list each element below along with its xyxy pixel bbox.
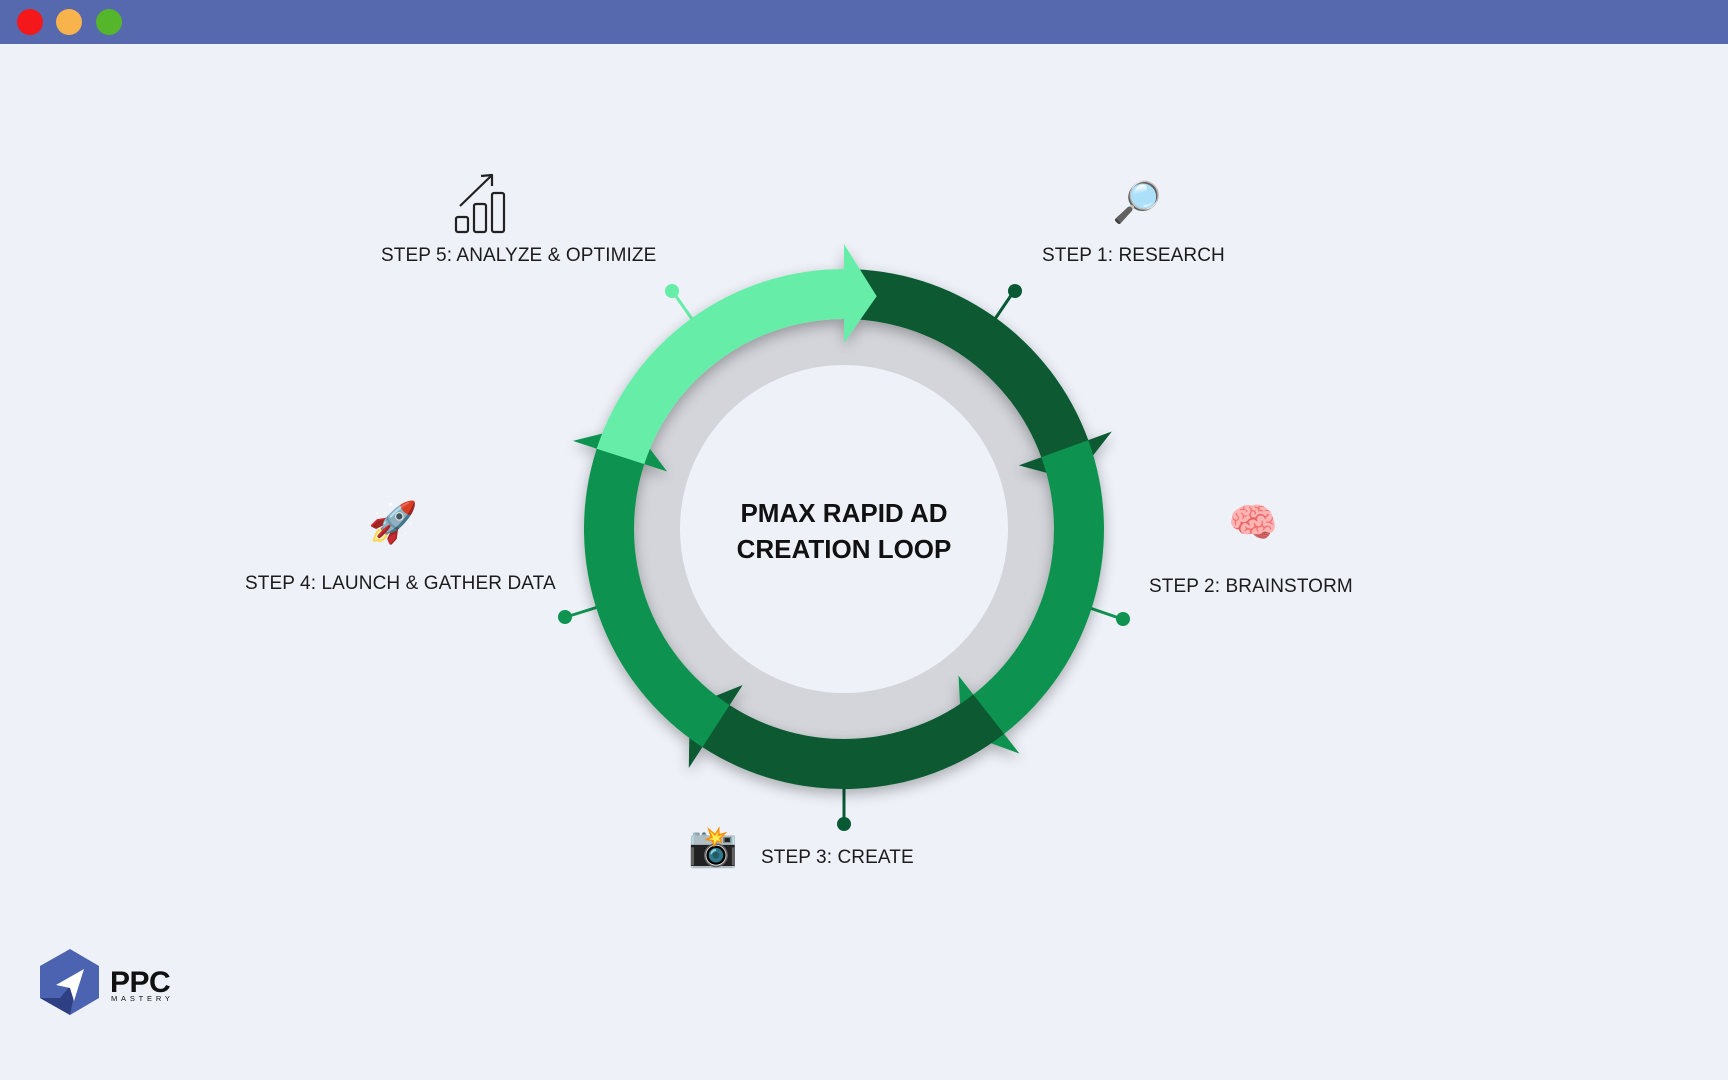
step3-label: STEP 3: CREATE — [761, 847, 914, 868]
step4-arrow — [572, 426, 730, 748]
window-titlebar — [0, 0, 1728, 44]
diagram-title-line2: CREATION LOOP — [737, 534, 952, 564]
step1-label: STEP 1: RESEARCH — [1042, 245, 1225, 266]
step1-arrow — [844, 269, 1112, 481]
step3-arrow — [688, 685, 1005, 790]
step2-arrow — [958, 440, 1104, 754]
step4-connector-dot — [558, 610, 572, 624]
camera-flash-icon: 📸 — [688, 824, 738, 870]
bar-chart-growth-icon — [454, 173, 506, 234]
magnifying-glass-icon: 🔎 — [1112, 180, 1162, 226]
logo-name: PPC — [110, 966, 171, 999]
connectors — [558, 284, 1130, 831]
step2-connector-dot — [1116, 612, 1130, 626]
step1-connector-dot — [1008, 284, 1022, 298]
step5-arrow — [596, 244, 877, 465]
maximize-window-button[interactable] — [96, 9, 122, 35]
ppc-mastery-logo — [40, 949, 99, 1015]
diagram-title-line1: PMAX RAPID AD — [740, 498, 947, 528]
center-disk — [680, 365, 1008, 693]
rocket-icon: 🚀 — [368, 500, 418, 546]
step2-label: STEP 2: BRAINSTORM — [1149, 576, 1353, 597]
paper-plane-icon — [56, 969, 84, 1001]
logo-tagline: MASTERY — [111, 994, 174, 1003]
loop-arrows — [572, 244, 1112, 790]
brain-icon: 🧠 — [1228, 500, 1278, 546]
step5-label: STEP 5: ANALYZE & OPTIMIZE — [381, 245, 657, 266]
step5-connector-dot — [665, 284, 679, 298]
step4-label: STEP 4: LAUNCH & GATHER DATA — [245, 573, 556, 594]
step3-connector-dot — [837, 817, 851, 831]
close-window-button[interactable] — [17, 9, 43, 35]
minimize-window-button[interactable] — [56, 9, 82, 35]
